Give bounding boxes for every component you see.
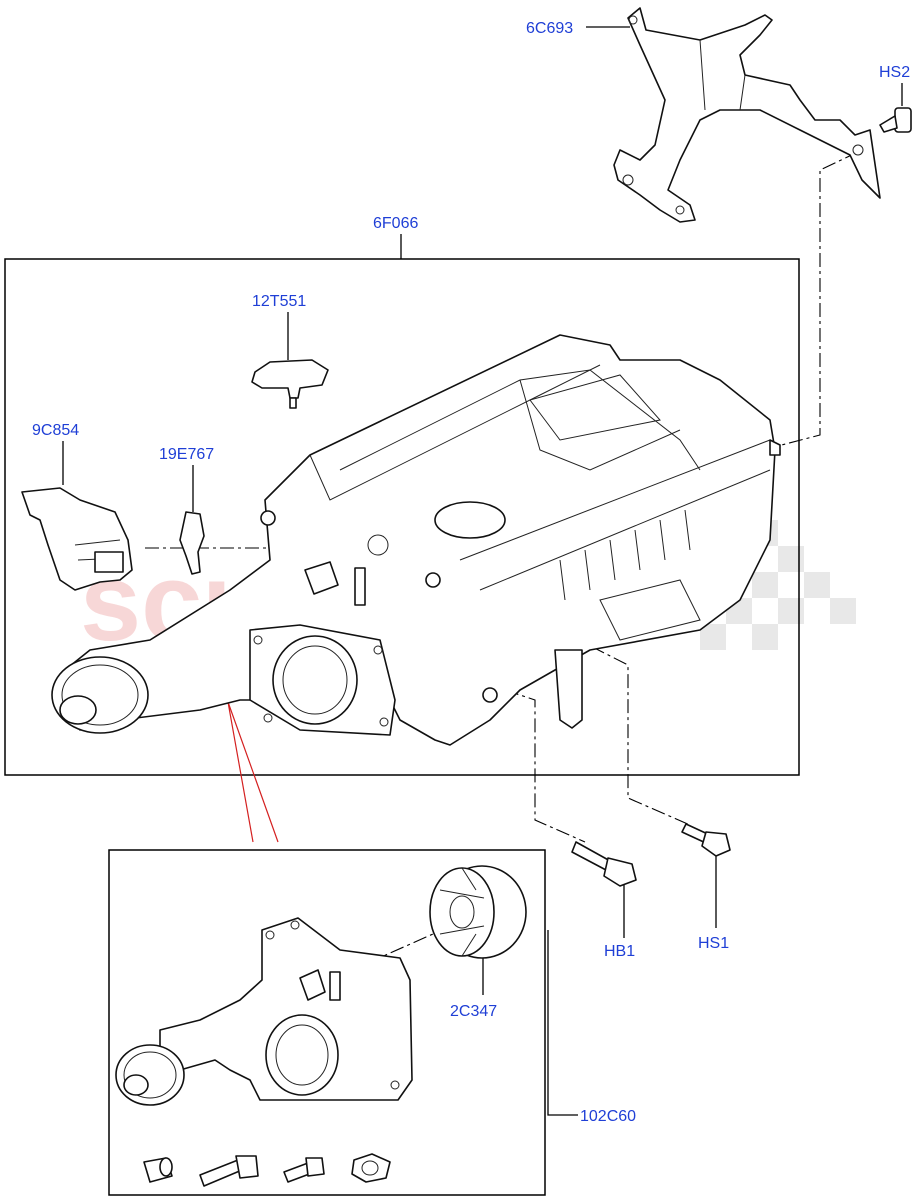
kit-102C60-contents [115,917,413,1187]
sensor-19E767 [179,511,205,575]
label-HS1: HS1 [698,935,729,952]
bolt-HS2 [879,107,912,133]
label-102C60: 102C60 [580,1108,636,1125]
bracket-6C693 [613,7,881,223]
supercharger-6F066 [51,334,781,746]
actuator-9C854 [21,487,133,591]
label-6C693: 6C693 [526,20,573,37]
label-2C347: 2C347 [450,1003,497,1020]
label-6F066: 6F066 [373,215,418,232]
label-19E767: 19E767 [159,446,214,463]
label-HB1: HB1 [604,943,635,960]
bolt-HB1 [571,841,637,887]
kit-frame-102C60 [108,849,546,1196]
leader-lines [62,26,903,1116]
part-labels: 6C693 HS2 6F066 12T551 9C854 19E767 HB1 … [32,20,910,1125]
sensor-12T551 [251,359,329,409]
coupling-2C347 [429,865,527,959]
label-HS2: HS2 [879,64,910,81]
label-9C854: 9C854 [32,422,79,439]
bolt-HS1 [681,823,731,857]
assembly-frame-6F066 [4,258,800,776]
label-12T551: 12T551 [252,293,306,310]
